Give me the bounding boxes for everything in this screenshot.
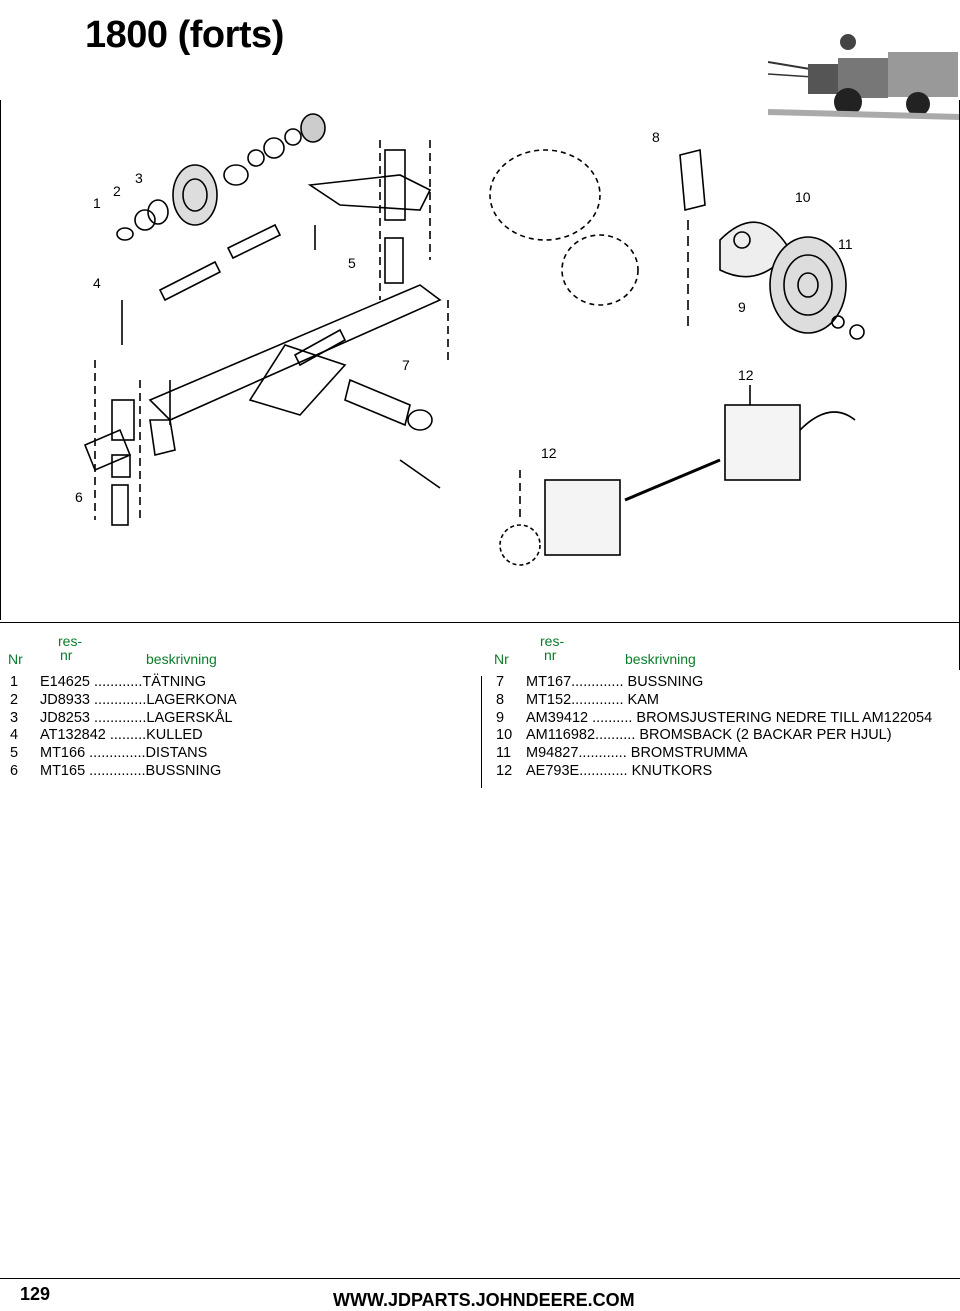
diagram-frame-left [0, 100, 1, 620]
table-row: 6 MT165 ..............BUSSNING [10, 763, 221, 779]
table-row: 7 MT167............. BUSSNING [496, 674, 703, 690]
row-nr: 9 [496, 710, 505, 726]
footer-rule [0, 1278, 960, 1279]
row-nr: 6 [10, 763, 19, 779]
table-row: 4 AT132842 .........KULLED [10, 727, 203, 743]
row-text: MT165 ..............BUSSNING [40, 763, 222, 779]
row-text: AE793E............ KNUTKORS [526, 763, 713, 779]
row-text: M94827............ BROMSTRUMMA [526, 745, 748, 761]
table-row: 5 MT166 ..............DISTANS [10, 745, 207, 761]
row-text: AT132842 .........KULLED [40, 727, 203, 743]
callout-11: 11 [838, 236, 853, 252]
table-row: 9 AM39412 .......... BROMSJUSTERING NEDR… [496, 710, 932, 726]
table-row: 1 E14625 ............TÄTNING [10, 674, 206, 690]
callout-10: 10 [795, 189, 811, 205]
row-text: JD8933 .............LAGERKONA [40, 692, 237, 708]
callout-12-a: 12 [738, 367, 754, 383]
row-nr: 1 [10, 674, 19, 690]
page-number: 129 [20, 1284, 51, 1304]
row-nr: 12 [496, 763, 513, 779]
callout-8: 8 [652, 129, 660, 145]
row-text: JD8253 .............LAGERSKÅL [40, 710, 233, 726]
row-text: MT167............. BUSSNING [526, 674, 704, 690]
callout-6: 6 [75, 489, 83, 505]
table-row: 11 M94827............ BROMSTRUMMA [496, 745, 748, 761]
row-text: MT166 ..............DISTANS [40, 745, 208, 761]
header-resnr-top-right: res- [540, 633, 565, 649]
table-row: 2 JD8933 .............LAGERKONA [10, 692, 237, 708]
row-nr: 11 [496, 745, 512, 761]
callout-1: 1 [93, 195, 101, 211]
table-row: 10 AM116982.......... BROMSBACK (2 BACKA… [496, 727, 892, 743]
row-nr: 5 [10, 745, 19, 761]
row-nr: 7 [496, 674, 505, 690]
callout-12-b: 12 [541, 445, 557, 461]
callout-2: 2 [113, 183, 121, 199]
header-desc-right: beskrivning [625, 651, 696, 667]
header-resnr-top-left: res- [58, 633, 83, 649]
row-nr: 8 [496, 692, 505, 708]
footer-url-link[interactable]: WWW.JDPARTS.JOHNDEERE.COM [333, 1290, 635, 1310]
header-resnr-bottom-right: nr [544, 647, 557, 663]
table-row: 8 MT152............. KAM [496, 692, 659, 708]
header-nr-left: Nr [8, 651, 23, 667]
header-resnr-bottom-left: nr [60, 647, 73, 663]
callout-9: 9 [738, 299, 746, 315]
table-row: 12 AE793E............ KNUTKORS [496, 763, 712, 779]
column-separator [481, 676, 482, 788]
callout-7: 7 [402, 357, 410, 373]
row-text: MT152............. KAM [526, 692, 659, 708]
callout-5: 5 [348, 255, 356, 271]
callout-3: 3 [135, 170, 143, 186]
header-desc-left: beskrivning [146, 651, 217, 667]
row-text: AM116982.......... BROMSBACK (2 BACKAR P… [526, 727, 892, 743]
row-nr: 2 [10, 692, 19, 708]
table-row: 3 JD8253 .............LAGERSKÅL [10, 710, 233, 726]
header-nr-right: Nr [494, 651, 509, 667]
row-text: AM39412 .......... BROMSJUSTERING NEDRE … [526, 710, 933, 726]
page-title: 1800 (forts) [85, 14, 284, 56]
tractor-sprayer-photo [768, 22, 960, 122]
row-nr: 4 [10, 727, 19, 743]
row-nr: 3 [10, 710, 19, 726]
row-nr: 10 [496, 727, 513, 743]
row-text: E14625 ............TÄTNING [40, 674, 206, 690]
callout-4: 4 [93, 275, 101, 291]
diagram-frame-bottom [0, 622, 960, 623]
